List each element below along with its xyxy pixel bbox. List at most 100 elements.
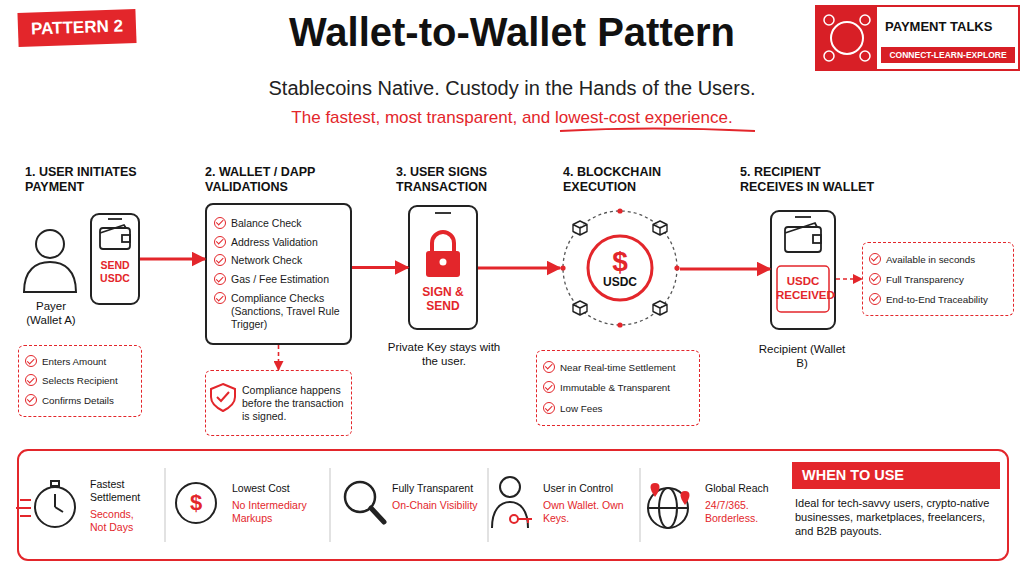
check-item: Low Fees <box>560 402 602 415</box>
wallet-clasp <box>122 235 130 242</box>
benefit-heading: User in Control <box>543 482 635 495</box>
check-icon <box>869 253 881 265</box>
logo-coin <box>824 51 834 61</box>
map-pin <box>651 483 660 497</box>
step-caption: Private Key stays with the user. <box>383 340 505 368</box>
node-text: CONNECT-LEARN-EXPLORE <box>881 47 1015 63</box>
watch-hand <box>54 494 56 507</box>
when-to-use-box: WHEN TO USE <box>792 462 1000 489</box>
step-heading: 1. USER INITIATES PAYMENT <box>25 165 175 195</box>
validation-box: Balance CheckAddress ValidationNetwork C… <box>205 203 352 345</box>
check-icon <box>543 361 555 373</box>
speed-line <box>20 499 31 501</box>
actor-caption: Recipient (Wallet B) <box>752 342 852 370</box>
logo-box: PAYMENT TALKSCONNECT-LEARN-EXPLORE <box>815 5 1020 71</box>
check-item: Full Transparency <box>886 273 964 286</box>
logo-coin <box>860 15 870 25</box>
check-item: End-to-End Traceability <box>886 293 988 306</box>
lock-icon <box>426 213 460 277</box>
block-cube <box>653 221 667 235</box>
check-icon <box>214 273 226 285</box>
check-item: Confirms Details <box>42 394 114 407</box>
watch-face <box>35 487 75 527</box>
check-row: Available in seconds <box>869 253 1007 266</box>
bottom-band <box>18 450 1008 560</box>
ring-node-dot <box>617 208 622 213</box>
person-head <box>36 230 64 258</box>
band-divider <box>164 468 165 542</box>
check-row: Selects Recipient <box>25 374 135 387</box>
benefit-detail: No Intermediary Markups <box>232 499 327 525</box>
check-item: Balance Check <box>231 217 302 230</box>
band-divider <box>329 468 330 542</box>
logo-square <box>817 7 877 69</box>
check-icon <box>543 402 555 414</box>
globe-icon <box>648 483 690 528</box>
ring-dashed <box>563 211 677 325</box>
check-row: Network Check <box>214 254 343 267</box>
blockchain-circle: $USDC <box>560 208 680 328</box>
checklist-box: Available in secondsFull TransparencyEnd… <box>862 242 1014 316</box>
received-frame <box>777 266 829 312</box>
diagram-title: Wallet-to-Wallet Pattern <box>200 8 824 56</box>
node-text: USDC <box>603 276 637 289</box>
tagline: The fastest, most transparent, and lowes… <box>200 107 824 128</box>
lock-shackle <box>432 232 454 252</box>
wallet-icon <box>100 219 130 249</box>
tagline-underline <box>560 129 755 132</box>
stopwatch-icon <box>16 481 75 527</box>
flow-arrow <box>680 268 770 271</box>
node-text: Compliance happens before the transactio… <box>242 384 345 423</box>
phone-box: SEND USDC <box>90 213 140 305</box>
node-text: $ <box>612 248 628 276</box>
flow-arrow <box>140 258 205 261</box>
check-item: Address Validation <box>231 236 318 249</box>
logo-coin <box>860 51 870 61</box>
check-icon <box>214 217 226 229</box>
flow-arrow <box>352 266 408 269</box>
benefit-detail: Seconds, Not Days <box>90 508 152 534</box>
check-item: Compliance Checks (Sanctions, Travel Rul… <box>231 292 343 331</box>
logo-ring <box>831 22 863 54</box>
phone-speaker <box>108 218 122 220</box>
check-icon <box>543 381 555 393</box>
phone-box: USDC RECEIVED <box>770 210 836 330</box>
check-row: Enters Amount <box>25 355 135 368</box>
user-key-icon <box>492 477 532 528</box>
node-text: PATTERN 2 <box>31 16 124 39</box>
wallet-flap <box>785 223 817 233</box>
speed-line <box>20 515 31 517</box>
check-icon <box>214 292 226 304</box>
flow-arrow <box>478 267 560 270</box>
actor-caption: Payer (Wallet A) <box>18 299 84 327</box>
block-cube <box>573 301 587 315</box>
benefit-heading: Fully Transparent <box>392 482 487 495</box>
checklist-box: Enters AmountSelects RecipientConfirms D… <box>18 345 142 417</box>
node-text: SIGN & SEND <box>414 285 472 313</box>
note-box: Compliance happens before the transactio… <box>205 370 352 436</box>
check-item: Gas / Fee Estimation <box>231 273 329 286</box>
check-row: Address Validation <box>214 236 343 249</box>
band-divider <box>639 468 640 542</box>
checklist-box: Near Real-time SettlementImmutable & Tra… <box>536 350 700 426</box>
check-icon <box>25 374 37 386</box>
ring-node-dot <box>674 265 679 270</box>
check-row: Full Transparency <box>869 273 1007 286</box>
ring-node-dot <box>617 322 622 327</box>
benefit-detail: On-Chain Visibility <box>392 499 487 512</box>
block-cube <box>573 221 587 235</box>
check-row: Gas / Fee Estimation <box>214 273 343 286</box>
check-icon <box>25 394 37 406</box>
step-heading: 2. WALLET / DAPP VALIDATIONS <box>205 165 355 195</box>
check-row: Low Fees <box>543 402 693 415</box>
node-text: WHEN TO USE <box>802 467 990 484</box>
check-icon <box>25 355 37 367</box>
node-text: $ <box>190 490 202 516</box>
wallet-flap <box>100 225 126 233</box>
check-row: Confirms Details <box>25 394 135 407</box>
globe-equator <box>648 507 688 509</box>
watch-hand <box>55 507 63 512</box>
check-icon <box>214 236 226 248</box>
dollar-coin: $ <box>175 482 217 524</box>
